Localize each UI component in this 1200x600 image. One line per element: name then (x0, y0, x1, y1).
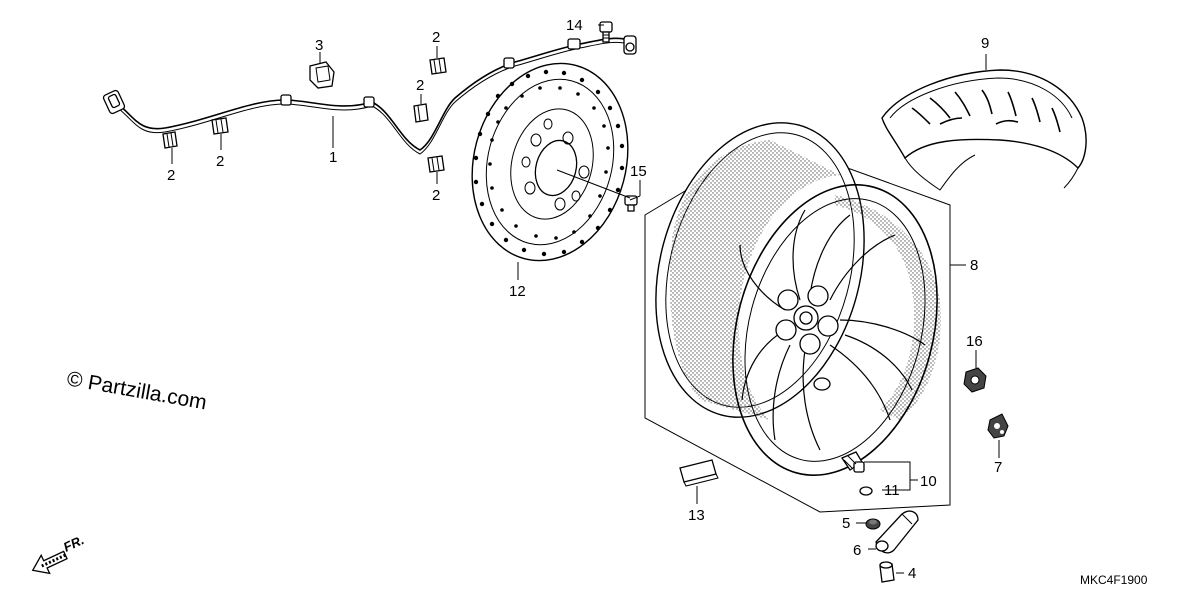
callout-15: 15 (630, 163, 647, 180)
axle-nut (963, 367, 987, 393)
front-direction-arrow (31, 550, 68, 575)
callout-2-bottom: 2 (432, 187, 440, 204)
wire-clamp (427, 155, 445, 173)
sensor-bracket (309, 61, 335, 89)
valve-cap (865, 518, 881, 530)
callout-9: 9 (981, 35, 989, 52)
brake-disc (471, 62, 629, 262)
callout-11: 11 (884, 482, 900, 499)
rear-tire (881, 69, 1087, 191)
callout-2-top: 2 (432, 29, 440, 46)
rear-wheel (655, 122, 941, 476)
callout-13: 13 (688, 507, 705, 524)
wire-clamp (413, 103, 429, 123)
wire-clamp (429, 57, 447, 75)
callout-5: 5 (842, 515, 850, 532)
diagram-code: MKC4F1900 (1080, 573, 1148, 587)
valve-stem-cap (879, 561, 895, 583)
wire-clamp (211, 117, 229, 135)
callout-2-left: 2 (167, 167, 175, 184)
tire-valve (841, 451, 865, 473)
callout-12: 12 (509, 283, 526, 300)
leader-lines (171, 24, 1000, 574)
callout-7: 7 (994, 459, 1002, 476)
valve-extension (875, 510, 919, 554)
callout-8: 8 (970, 257, 978, 274)
callout-2-left-mid: 2 (216, 153, 224, 170)
callout-14: 14 (566, 17, 583, 34)
wheel-speed-sensor-harness (102, 35, 637, 155)
callout-16: 16 (966, 333, 983, 350)
watermark-text: © Partzilla.com (65, 367, 208, 414)
front-arrow-label: FR. (61, 532, 86, 554)
callout-3: 3 (315, 37, 323, 54)
rim-pad (679, 459, 719, 487)
valve-o-ring (859, 486, 873, 496)
callout-1: 1 (329, 149, 337, 166)
callout-4: 4 (908, 565, 916, 582)
callout-6: 6 (853, 542, 861, 559)
balance-weight (987, 413, 1009, 439)
wire-clamp (162, 131, 178, 149)
callout-10: 10 (920, 473, 937, 490)
callout-2-mid: 2 (416, 77, 424, 94)
